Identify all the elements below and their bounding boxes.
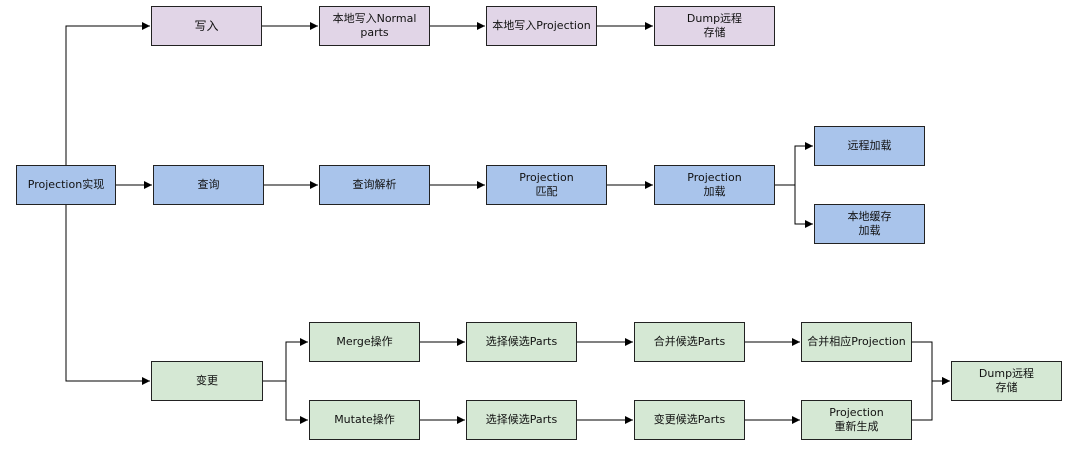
edge-mergeproj-dump (912, 341, 950, 385)
node-regen-projection: Projection 重新生成 (801, 400, 912, 440)
node-write: 写入 (151, 6, 262, 46)
node-mutate-parts: 变更候选Parts (634, 400, 745, 440)
edge-root-write (65, 22, 150, 165)
node-dump-remote-write: Dump远程 存储 (654, 6, 775, 46)
edge-mutate-mutateop (263, 380, 308, 424)
edge-load-localcache (775, 184, 813, 228)
edge-regen-dump (912, 377, 950, 421)
node-query: 查询 (153, 165, 264, 205)
node-local-write-projection: 本地写入Projection (486, 6, 597, 46)
node-select-parts-mutate: 选择候选Parts (466, 400, 577, 440)
node-dump-remote-final: Dump远程 存储 (951, 361, 1062, 401)
node-query-parse: 查询解析 (319, 165, 430, 205)
edge-mutate-merge (263, 338, 308, 382)
edge-root-mutate (65, 205, 150, 385)
node-mutate-op: Mutate操作 (309, 400, 420, 440)
node-select-parts-merge: 选择候选Parts (466, 322, 577, 362)
node-merge-projection: 合并相应Projection (801, 322, 912, 362)
node-mutate: 变更 (151, 361, 263, 401)
edge-load-remote (775, 142, 813, 186)
node-merge-op: Merge操作 (309, 322, 420, 362)
node-projection-root: Projection实现 (16, 165, 116, 205)
node-local-write-normal: 本地写入Normal parts (319, 6, 430, 46)
node-local-cache-load: 本地缓存 加载 (814, 204, 925, 244)
node-merge-parts: 合并候选Parts (634, 322, 745, 362)
node-projection-match: Projection 匹配 (486, 165, 607, 205)
node-projection-load: Projection 加载 (654, 165, 775, 205)
node-remote-load: 远程加载 (814, 126, 925, 166)
